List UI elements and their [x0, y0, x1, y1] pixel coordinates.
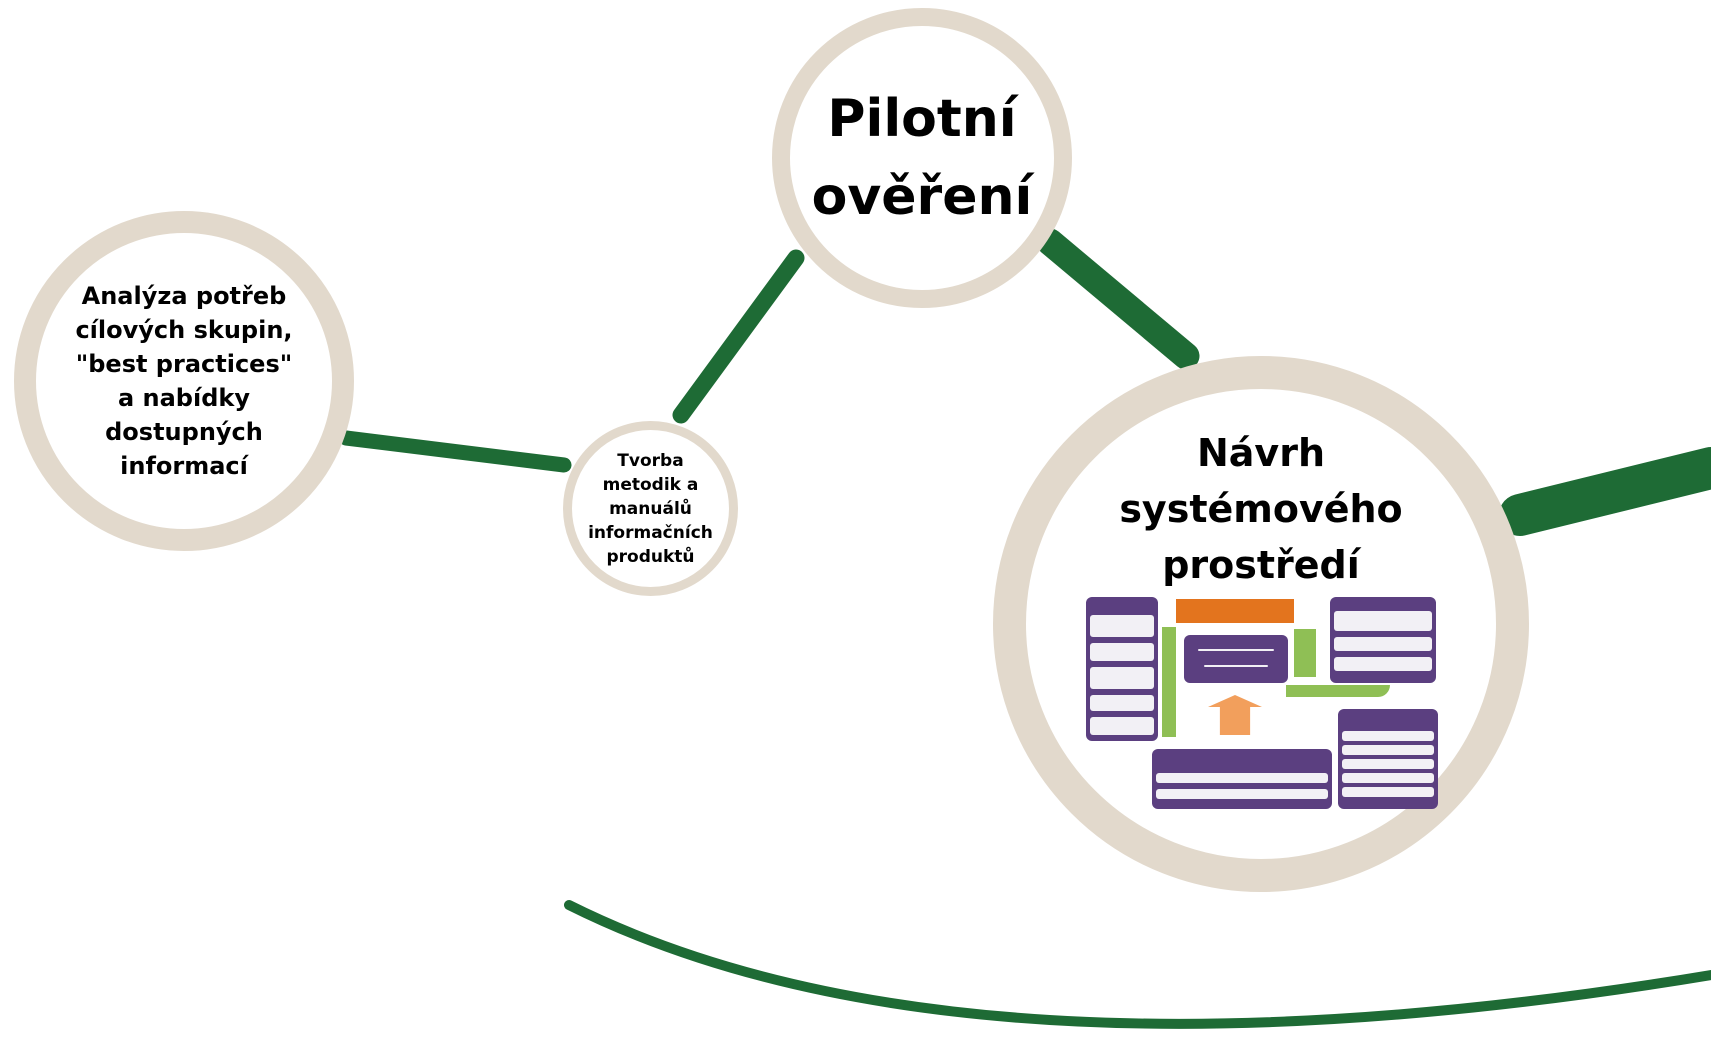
node-navrh-label: Návrh systémového prostředí: [1119, 431, 1403, 587]
schema-block-bottom: [1152, 749, 1332, 809]
node-tvorba-metodik: Tvorba metodik a manuálů informačních pr…: [563, 421, 738, 596]
schema-green-arrow-right: [1294, 629, 1316, 677]
connector-navrh-offscreen: [1499, 447, 1711, 536]
schema-green-arrow-left: [1162, 627, 1176, 737]
schema-orange-bar: [1176, 599, 1294, 623]
schema-green-arrow-down: [1286, 685, 1390, 697]
node-analyza-potreb: Analýza potřeb cílových skupin, "best pr…: [14, 211, 354, 551]
bottom-arc: [564, 900, 1711, 1029]
system-schema-thumbnail: [1086, 597, 1438, 812]
node-analyza-label: Analýza potřeb cílových skupin, "best pr…: [75, 282, 293, 480]
schema-orange-arrow: [1208, 695, 1262, 735]
node-navrh-systemoveho-prostredi: Návrh systémového prostředí: [993, 356, 1529, 892]
node-tvorba-label: Tvorba metodik a manuálů informačních pr…: [588, 450, 713, 567]
node-pilotni-overeni: Pilotní ověření: [772, 8, 1072, 308]
schema-block-center: [1184, 635, 1288, 683]
schema-block-right-bottom: [1338, 709, 1438, 809]
schema-block-right-top: [1330, 597, 1436, 683]
node-pilotni-label: Pilotní ověření: [811, 89, 1033, 227]
schema-block-left: [1086, 597, 1158, 741]
connector-tvorba-pilotni: [672, 249, 805, 424]
connector-pilotni-navrh: [1036, 228, 1200, 370]
connector-analyza-tvorba: [338, 430, 572, 473]
